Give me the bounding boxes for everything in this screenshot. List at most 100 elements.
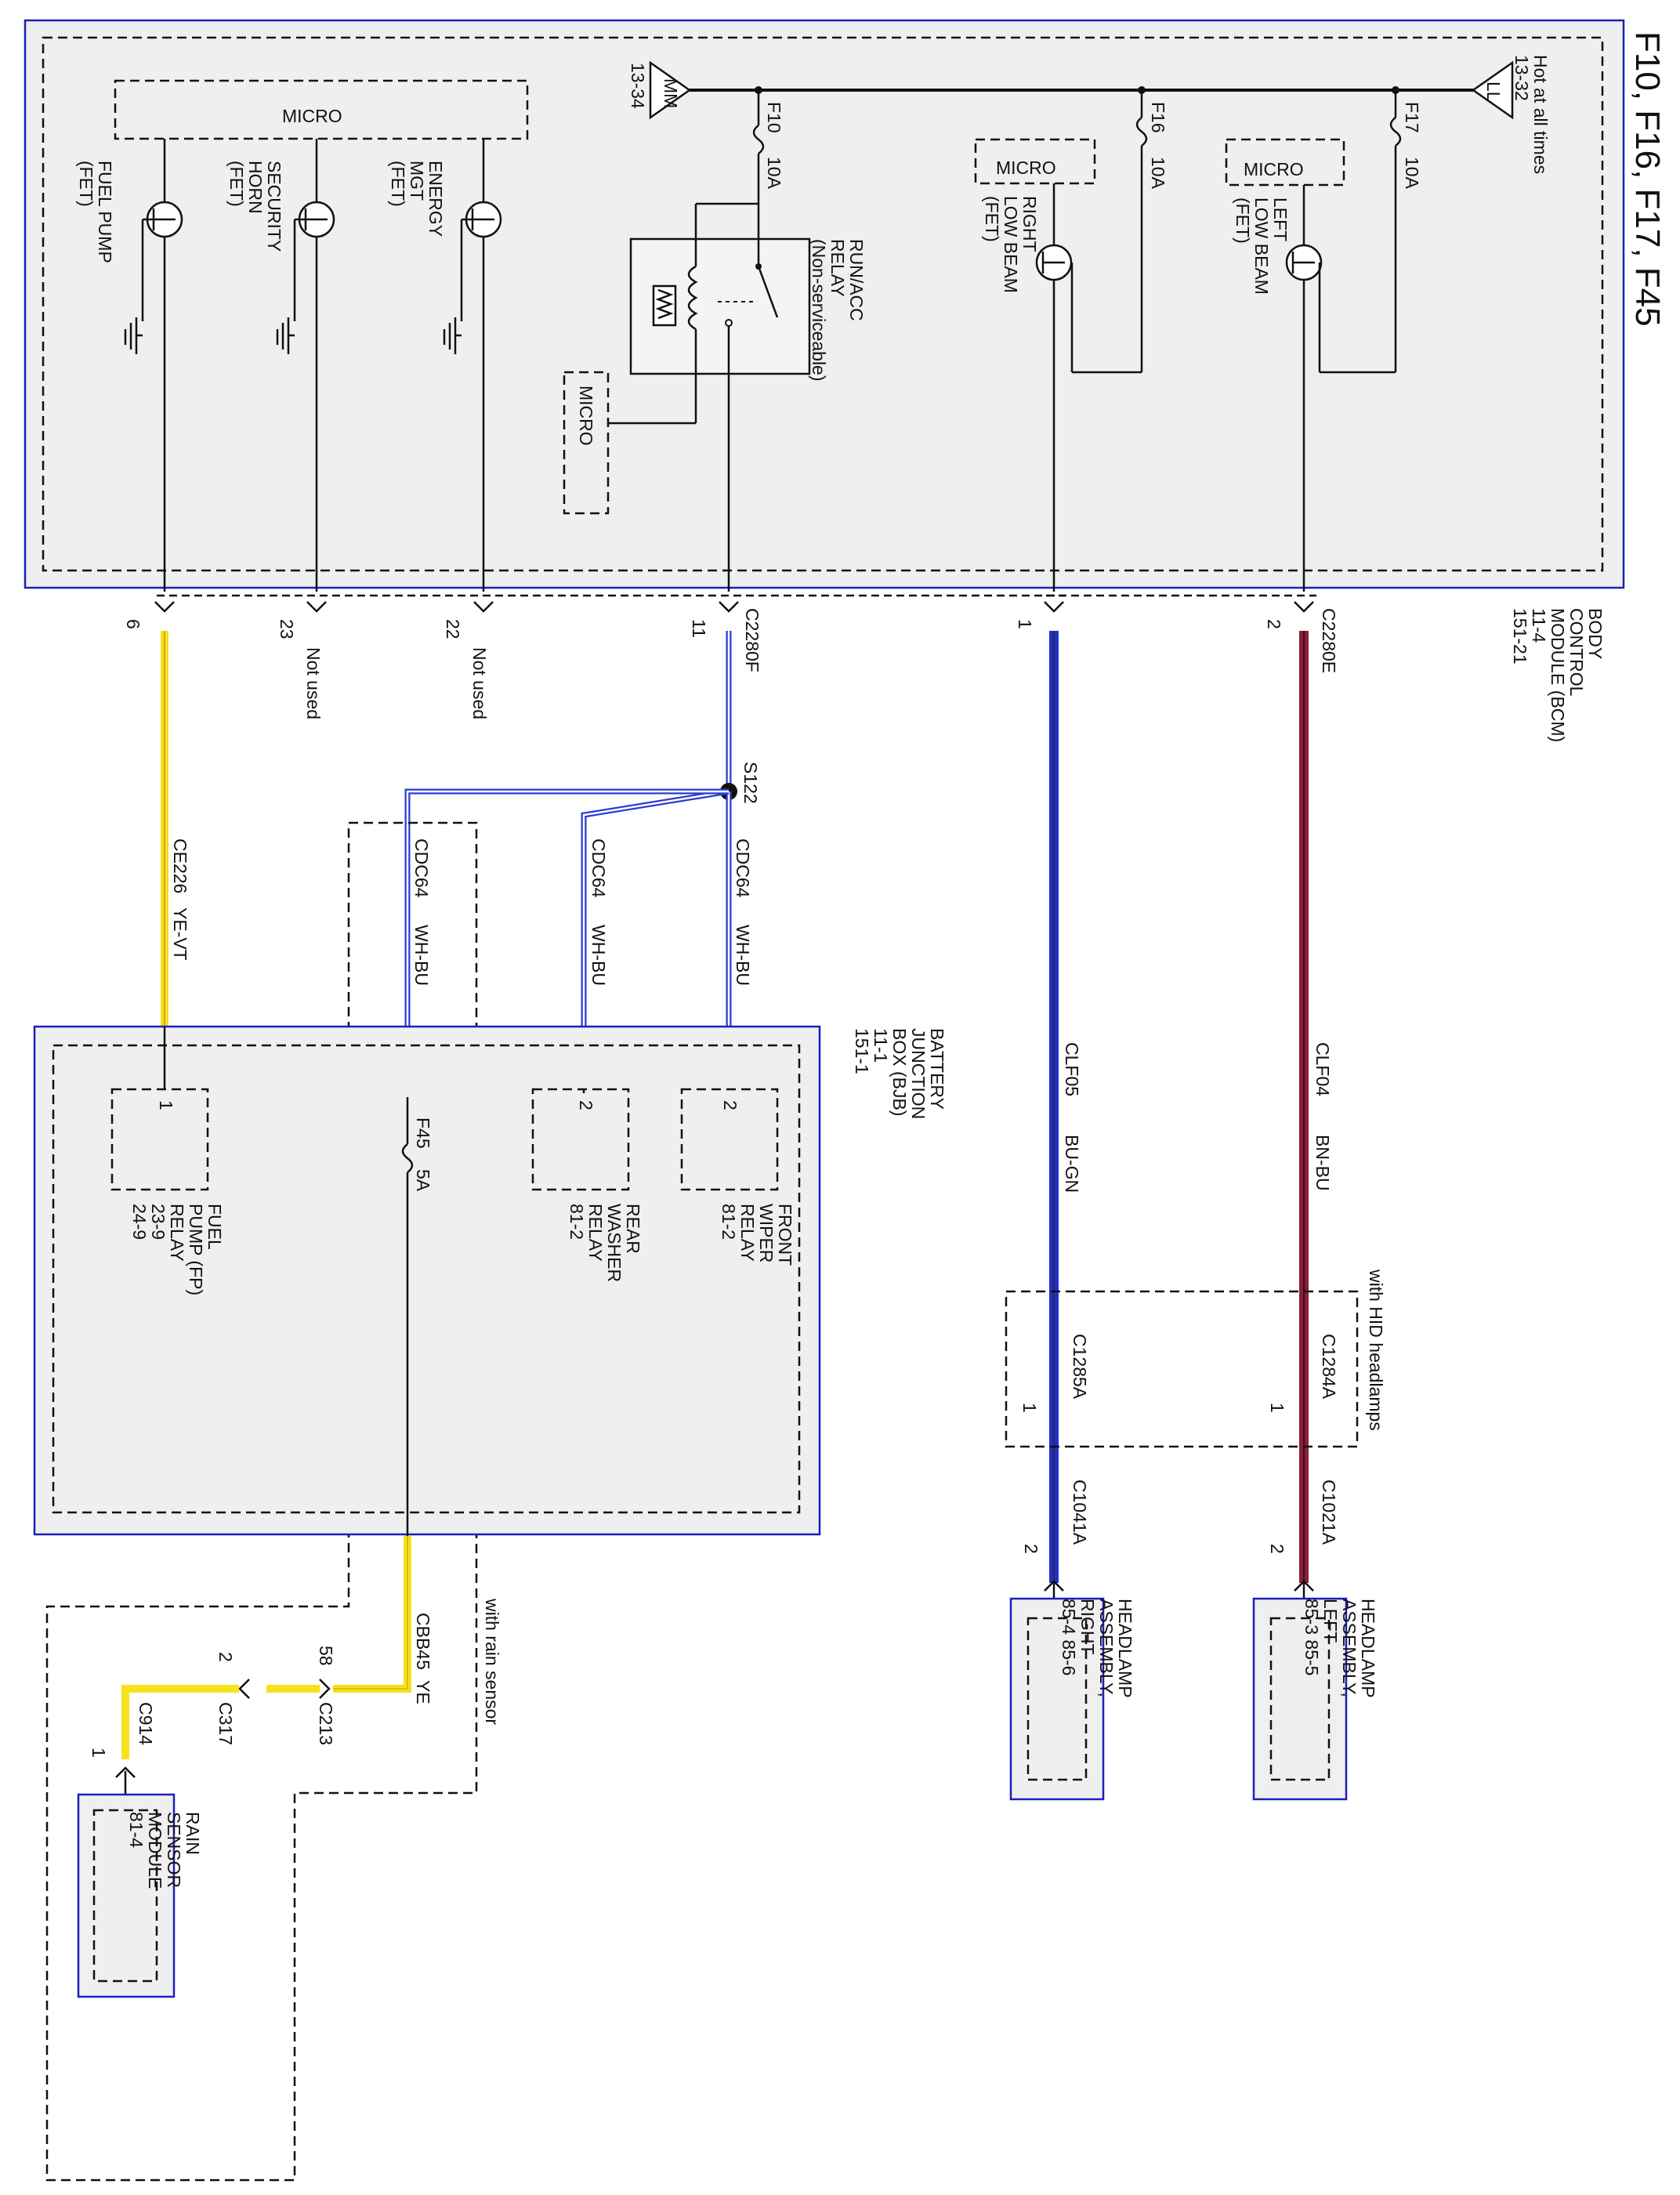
svg-text:CBB45: CBB45 [413, 1613, 433, 1670]
svg-text:151-21: 151-21 [1510, 608, 1530, 665]
svg-text:2: 2 [1267, 1544, 1287, 1554]
svg-text:F45: F45 [413, 1117, 433, 1149]
svg-text:BATTERY: BATTERY [927, 1028, 947, 1110]
svg-text:Hot at all times: Hot at all times [1530, 55, 1551, 174]
svg-text:C914: C914 [136, 1702, 156, 1745]
bcm-module-title: BODY CONTROL MODULE (BCM) 11-4 151-21 [1510, 608, 1606, 742]
svg-text:151-1: 151-1 [852, 1028, 872, 1074]
svg-text:MODULE: MODULE [145, 1812, 165, 1889]
front-wiper-relay: 2 FRONT WIPER RELAY 81-2 [680, 1088, 795, 1266]
svg-text:(FET): (FET) [1233, 197, 1253, 244]
svg-text:2: 2 [1264, 619, 1284, 629]
micro-box-top: MICRO [114, 79, 529, 140]
wire-pin11-to-splice: S122 [720, 631, 761, 804]
svg-text:2: 2 [215, 1652, 236, 1662]
svg-text:CLF04: CLF04 [1312, 1042, 1333, 1096]
bcm-connector-c2280: 6 23 Not used 22 Not used 11 C2280F 1 2 … [123, 594, 1339, 719]
svg-text:1: 1 [1019, 1403, 1040, 1413]
fuel-pump-fet: FUEL PUMP (FET) [76, 139, 183, 592]
svg-text:with HID headlamps: with HID headlamps [1366, 1269, 1386, 1431]
svg-text:BN-BU: BN-BU [1312, 1135, 1333, 1191]
svg-text:11-4: 11-4 [1529, 608, 1549, 643]
svg-text:MODULE (BCM): MODULE (BCM) [1548, 608, 1568, 742]
svg-text:23-9: 23-9 [148, 1204, 168, 1240]
svg-text:C1285A: C1285A [1070, 1334, 1090, 1400]
svg-text:LOW BEAM: LOW BEAM [1251, 197, 1272, 295]
svg-text:LEFT: LEFT [1270, 197, 1291, 241]
svg-text:MICRO: MICRO [996, 158, 1056, 178]
svg-text:C1284A: C1284A [1319, 1334, 1339, 1400]
svg-text:10A: 10A [1148, 157, 1168, 190]
svg-text:RELAY: RELAY [585, 1204, 606, 1262]
svg-text:MICRO: MICRO [576, 386, 596, 446]
svg-text:PUMP (FP): PUMP (FP) [186, 1204, 206, 1295]
fuse-f10: F10 10A [752, 86, 784, 204]
svg-text:MM: MM [661, 78, 681, 108]
svg-text:WASHER: WASHER [604, 1204, 625, 1282]
svg-text:(FET): (FET) [226, 161, 247, 207]
svg-text:F16: F16 [1148, 102, 1168, 133]
svg-text:23: 23 [277, 619, 297, 639]
svg-text:C213: C213 [316, 1702, 336, 1745]
svg-text:BODY: BODY [1585, 608, 1606, 659]
svg-text:85-3 85-5: 85-3 85-5 [1302, 1599, 1322, 1675]
svg-text:CDC64: CDC64 [588, 839, 609, 898]
svg-text:22: 22 [443, 619, 463, 639]
svg-text:(Non-serviceable): (Non-serviceable) [809, 239, 829, 382]
svg-text:CE226: CE226 [170, 839, 190, 893]
svg-text:FUEL: FUEL [205, 1204, 225, 1250]
svg-text:81-2: 81-2 [567, 1204, 587, 1240]
svg-text:F17: F17 [1402, 102, 1422, 133]
svg-text:Not used: Not used [469, 647, 490, 719]
fuse-f17: F17 10A [1320, 86, 1422, 374]
svg-text:with rain sensor: with rain sensor [482, 1598, 502, 1725]
svg-text:RIGHT: RIGHT [1077, 1599, 1098, 1655]
svg-text:CDC64: CDC64 [411, 839, 432, 898]
svg-text:1: 1 [89, 1748, 109, 1758]
svg-text:WH-BU: WH-BU [411, 925, 432, 986]
svg-text:13-34: 13-34 [628, 63, 648, 109]
svg-text:ASSEMBLY,: ASSEMBLY, [1339, 1599, 1360, 1697]
svg-text:FUEL PUMP: FUEL PUMP [95, 161, 115, 263]
svg-text:C317: C317 [215, 1702, 236, 1745]
svg-text:13-32: 13-32 [1512, 55, 1532, 101]
svg-text:YE-VT: YE-VT [170, 907, 190, 961]
svg-text:RUN/ACC: RUN/ACC [846, 239, 867, 321]
svg-text:C2280E: C2280E [1319, 608, 1339, 673]
svg-text:C1041A: C1041A [1070, 1480, 1090, 1545]
splice-branches: CDC64 WH-BU CDC64 WH-BU CDC64 WH-BU [404, 788, 753, 1097]
wire-clf05: CLF05 BU-GN [1049, 631, 1082, 1583]
svg-text:81-2: 81-2 [719, 1204, 739, 1240]
bjb-module-title: BATTERY JUNCTION BOX (BJB) 11-1 151-1 [852, 1028, 947, 1119]
svg-text:ASSEMBLY,: ASSEMBLY, [1096, 1599, 1117, 1697]
svg-text:LL: LL [1483, 81, 1504, 102]
svg-text:24-9: 24-9 [129, 1204, 150, 1240]
svg-text:YE: YE [413, 1680, 433, 1704]
svg-text:MICRO: MICRO [1244, 159, 1304, 179]
wire-clf04: CLF04 BN-BU [1299, 631, 1333, 1583]
svg-text:11: 11 [689, 619, 709, 638]
hot-at-all-times-flag: LL Hot at all times 13-32 [1471, 55, 1551, 174]
svg-text:(FET): (FET) [982, 196, 1002, 242]
svg-text:MGT: MGT [407, 161, 427, 201]
headlamp-assembly-left: HEADLAMP ASSEMBLY, LEFT 85-3 85-5 [1252, 1583, 1378, 1801]
svg-text:85-4 85-6: 85-4 85-6 [1059, 1599, 1079, 1675]
rear-washer-relay: 2 REAR WASHER RELAY 81-2 [531, 1088, 643, 1282]
svg-text:FRONT: FRONT [775, 1204, 795, 1266]
wire-ce226: CE226 YE-VT [161, 631, 190, 1027]
svg-text:CLF05: CLF05 [1062, 1042, 1082, 1096]
svg-text:5A: 5A [413, 1169, 433, 1192]
left-low-beam-fet: MICRO LEFT LOW BEAM (FET) [1225, 138, 1345, 592]
svg-text:CONTROL: CONTROL [1566, 608, 1587, 697]
svg-text:RIGHT: RIGHT [1019, 196, 1040, 252]
svg-text:BOX (BJB): BOX (BJB) [889, 1028, 910, 1116]
svg-text:F10: F10 [764, 102, 784, 133]
svg-text:LEFT: LEFT [1320, 1599, 1341, 1643]
svg-text:81-4: 81-4 [126, 1812, 147, 1848]
svg-text:MICRO: MICRO [282, 106, 342, 126]
security-horn-fet: SECURITY HORN (FET) [226, 139, 335, 592]
svg-text:1: 1 [1267, 1403, 1287, 1413]
svg-text:C1021A: C1021A [1319, 1480, 1339, 1545]
body-control-module [24, 19, 1625, 589]
